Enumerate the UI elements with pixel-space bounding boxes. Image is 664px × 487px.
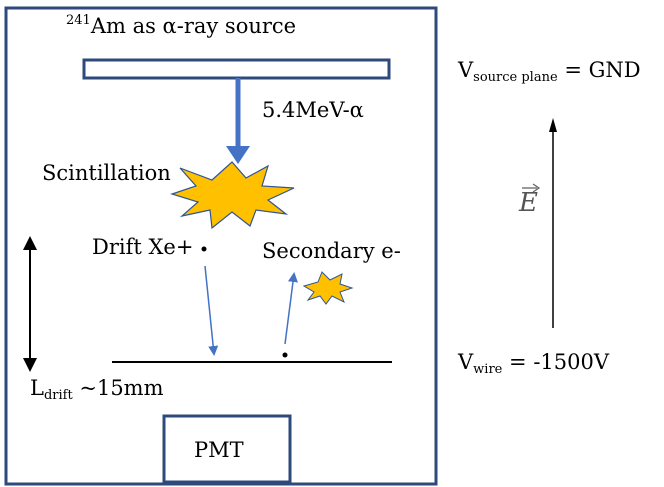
source-label: 241Am as α-ray source	[66, 14, 296, 37]
alpha-arrow-head	[226, 146, 250, 164]
pmt-box	[162, 414, 292, 484]
isotope-mass: 241	[66, 13, 91, 28]
pmt-label: PMT	[194, 438, 244, 462]
v-wire-label: Vwire = -1500V	[458, 350, 610, 377]
ldrift-main: L	[30, 376, 44, 400]
ldrift-label: Ldrift ~15mm	[30, 376, 164, 403]
source-plate	[82, 58, 391, 80]
v-wire-rest: = -1500V	[502, 350, 610, 374]
v-source-main: V	[458, 58, 474, 82]
scintillation-label: Scintillation	[42, 161, 171, 185]
xe-ion-drift-arrow	[204, 265, 219, 356]
xe-ion-dot	[201, 246, 207, 252]
scintillation-burst-large	[170, 161, 295, 230]
source-label-text: Am as α-ray source	[90, 14, 297, 38]
v-source-sub: source plane	[473, 70, 558, 85]
v-wire-main: V	[458, 350, 474, 374]
scintillation-burst-small	[302, 271, 354, 305]
efield-label: E	[519, 188, 538, 218]
efield-vector-tip	[532, 183, 541, 193]
ldrift-sub: drift	[43, 388, 73, 403]
v-source-label: Vsource plane = GND	[458, 58, 641, 85]
ldrift-rest: ~15mm	[72, 376, 164, 400]
secondary-electron-label: Secondary e-	[262, 239, 401, 263]
electron-arrow	[284, 272, 298, 345]
alpha-label: 5.4MeV-α	[262, 98, 364, 122]
drift-ion-label: Drift Xe+	[92, 235, 194, 259]
v-wire-sub: wire	[473, 362, 503, 377]
v-source-rest: = GND	[557, 58, 641, 82]
ldrift-arrow-head-bottom	[23, 358, 37, 372]
electron-dot	[282, 352, 288, 358]
efield-arrow-head	[549, 118, 557, 132]
ldrift-arrow-head-top	[23, 236, 37, 250]
chamber-box	[4, 6, 438, 486]
